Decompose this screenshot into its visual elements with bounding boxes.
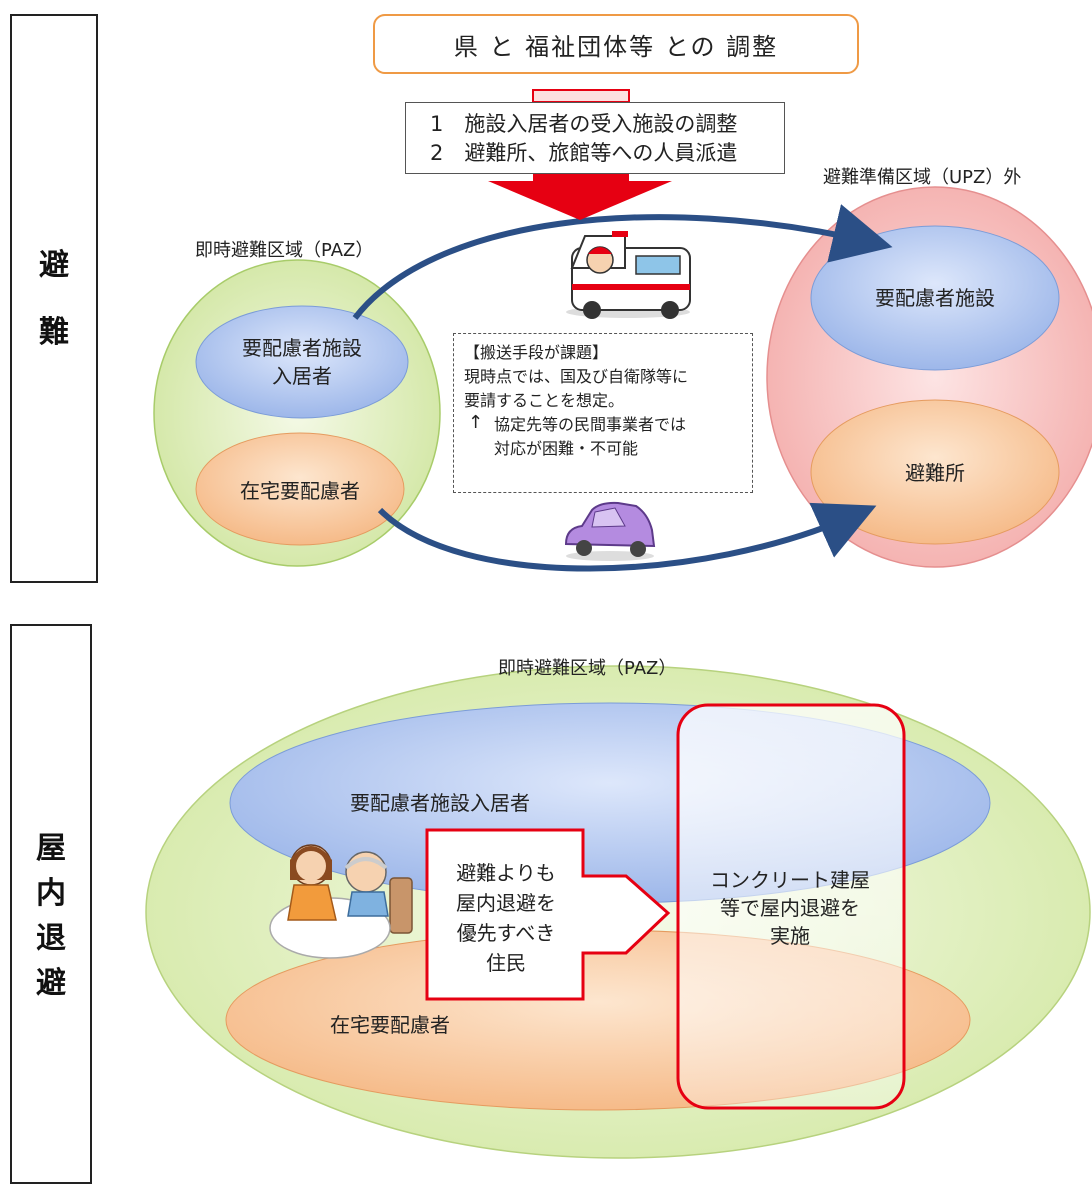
action-line: 実施 [770,924,810,948]
paz-facility-residents: 要配慮者施設 入居者 [202,334,402,390]
paz-home-oval [195,432,405,546]
paz-label: 即時避難区域（PAZ） [195,240,374,261]
upper-transport-arrow [352,204,893,320]
shelter-side-char: 退 [36,921,66,956]
shelter-side-char: 屋 [36,831,66,866]
facility-residents-label: 要配慮者施設入居者 [350,791,530,815]
task-list: 1 施設入居者の受入施設の調整 2 避難所、旅館等への人員派遣 [405,102,785,174]
priority-line: 避難よりも [456,861,556,885]
upz-facility: 要配慮者施設 [875,286,995,310]
lower-transport-arrow [377,502,877,572]
priority-line: 優先すべき [456,921,556,945]
task-item: 1 施設入居者の受入施設の調整 [430,112,738,136]
issue-note-line: 協定先等の民間事業者では [494,415,687,434]
coordination-arrow-stem-top [532,89,630,103]
evacuation-side-char: 避 [39,247,69,283]
priority-arrow [425,828,671,1001]
upz-shelter: 避難所 [905,461,965,485]
task-item: 2 避難所、旅館等への人員派遣 [430,141,738,165]
caregiver-illustration [269,844,413,959]
issue-line: 現時点では、国及び自衛隊等に [464,367,689,386]
home-residents-label: 在宅要配慮者 [330,1013,450,1037]
up-arrow-icon: ↑ [468,412,484,433]
priority-line: 屋内退避を [456,891,556,915]
paz-facility-line: 要配慮者施設 [242,336,362,360]
paz-home-residents: 在宅要配慮者 [240,479,360,503]
coordination-arrow-head [488,181,672,220]
shelter-side-label: 屋 内 退 避 [10,624,92,1184]
coordination-arrow-stem [533,174,629,184]
action-line: 等で屋内退避を [720,896,860,920]
evacuation-side-char: 難 [39,314,69,350]
transport-issue-box: 【搬送手段が課題】 現時点では、国及び自衛隊等に 要請することを想定。 ↑ 協定… [453,333,753,493]
issue-note: ↑ 協定先等の民間事業者では 対応が困難・不可能 [464,412,742,461]
action-text: コンクリート建屋 等で屋内退避を 実施 [690,866,890,950]
car-icon [564,501,656,561]
priority-line: 住民 [486,951,526,975]
shelter-side-char: 内 [36,876,66,911]
priority-residents-text: 避難よりも 屋内退避を 優先すべき 住民 [430,858,582,978]
shelter-side-char: 避 [36,966,66,1001]
action-line: コンクリート建屋 [710,868,870,892]
issue-line: 要請することを想定。 [464,391,625,410]
upz-label: 避難準備区域（UPZ）外 [823,167,1022,188]
big-paz-label: 即時避難区域（PAZ） [498,658,677,679]
issue-heading: 【搬送手段が課題】 [464,343,609,362]
coordination-title: 県 と 福祉団体等 との 調整 [373,14,859,74]
ambulance-icon [566,231,691,319]
action-frame [676,703,906,1110]
paz-facility-oval [195,305,409,419]
issue-note-line: 対応が困難・不可能 [494,439,639,458]
evacuation-side-label: 避 難 [10,14,98,583]
paz-facility-line: 入居者 [272,364,332,388]
